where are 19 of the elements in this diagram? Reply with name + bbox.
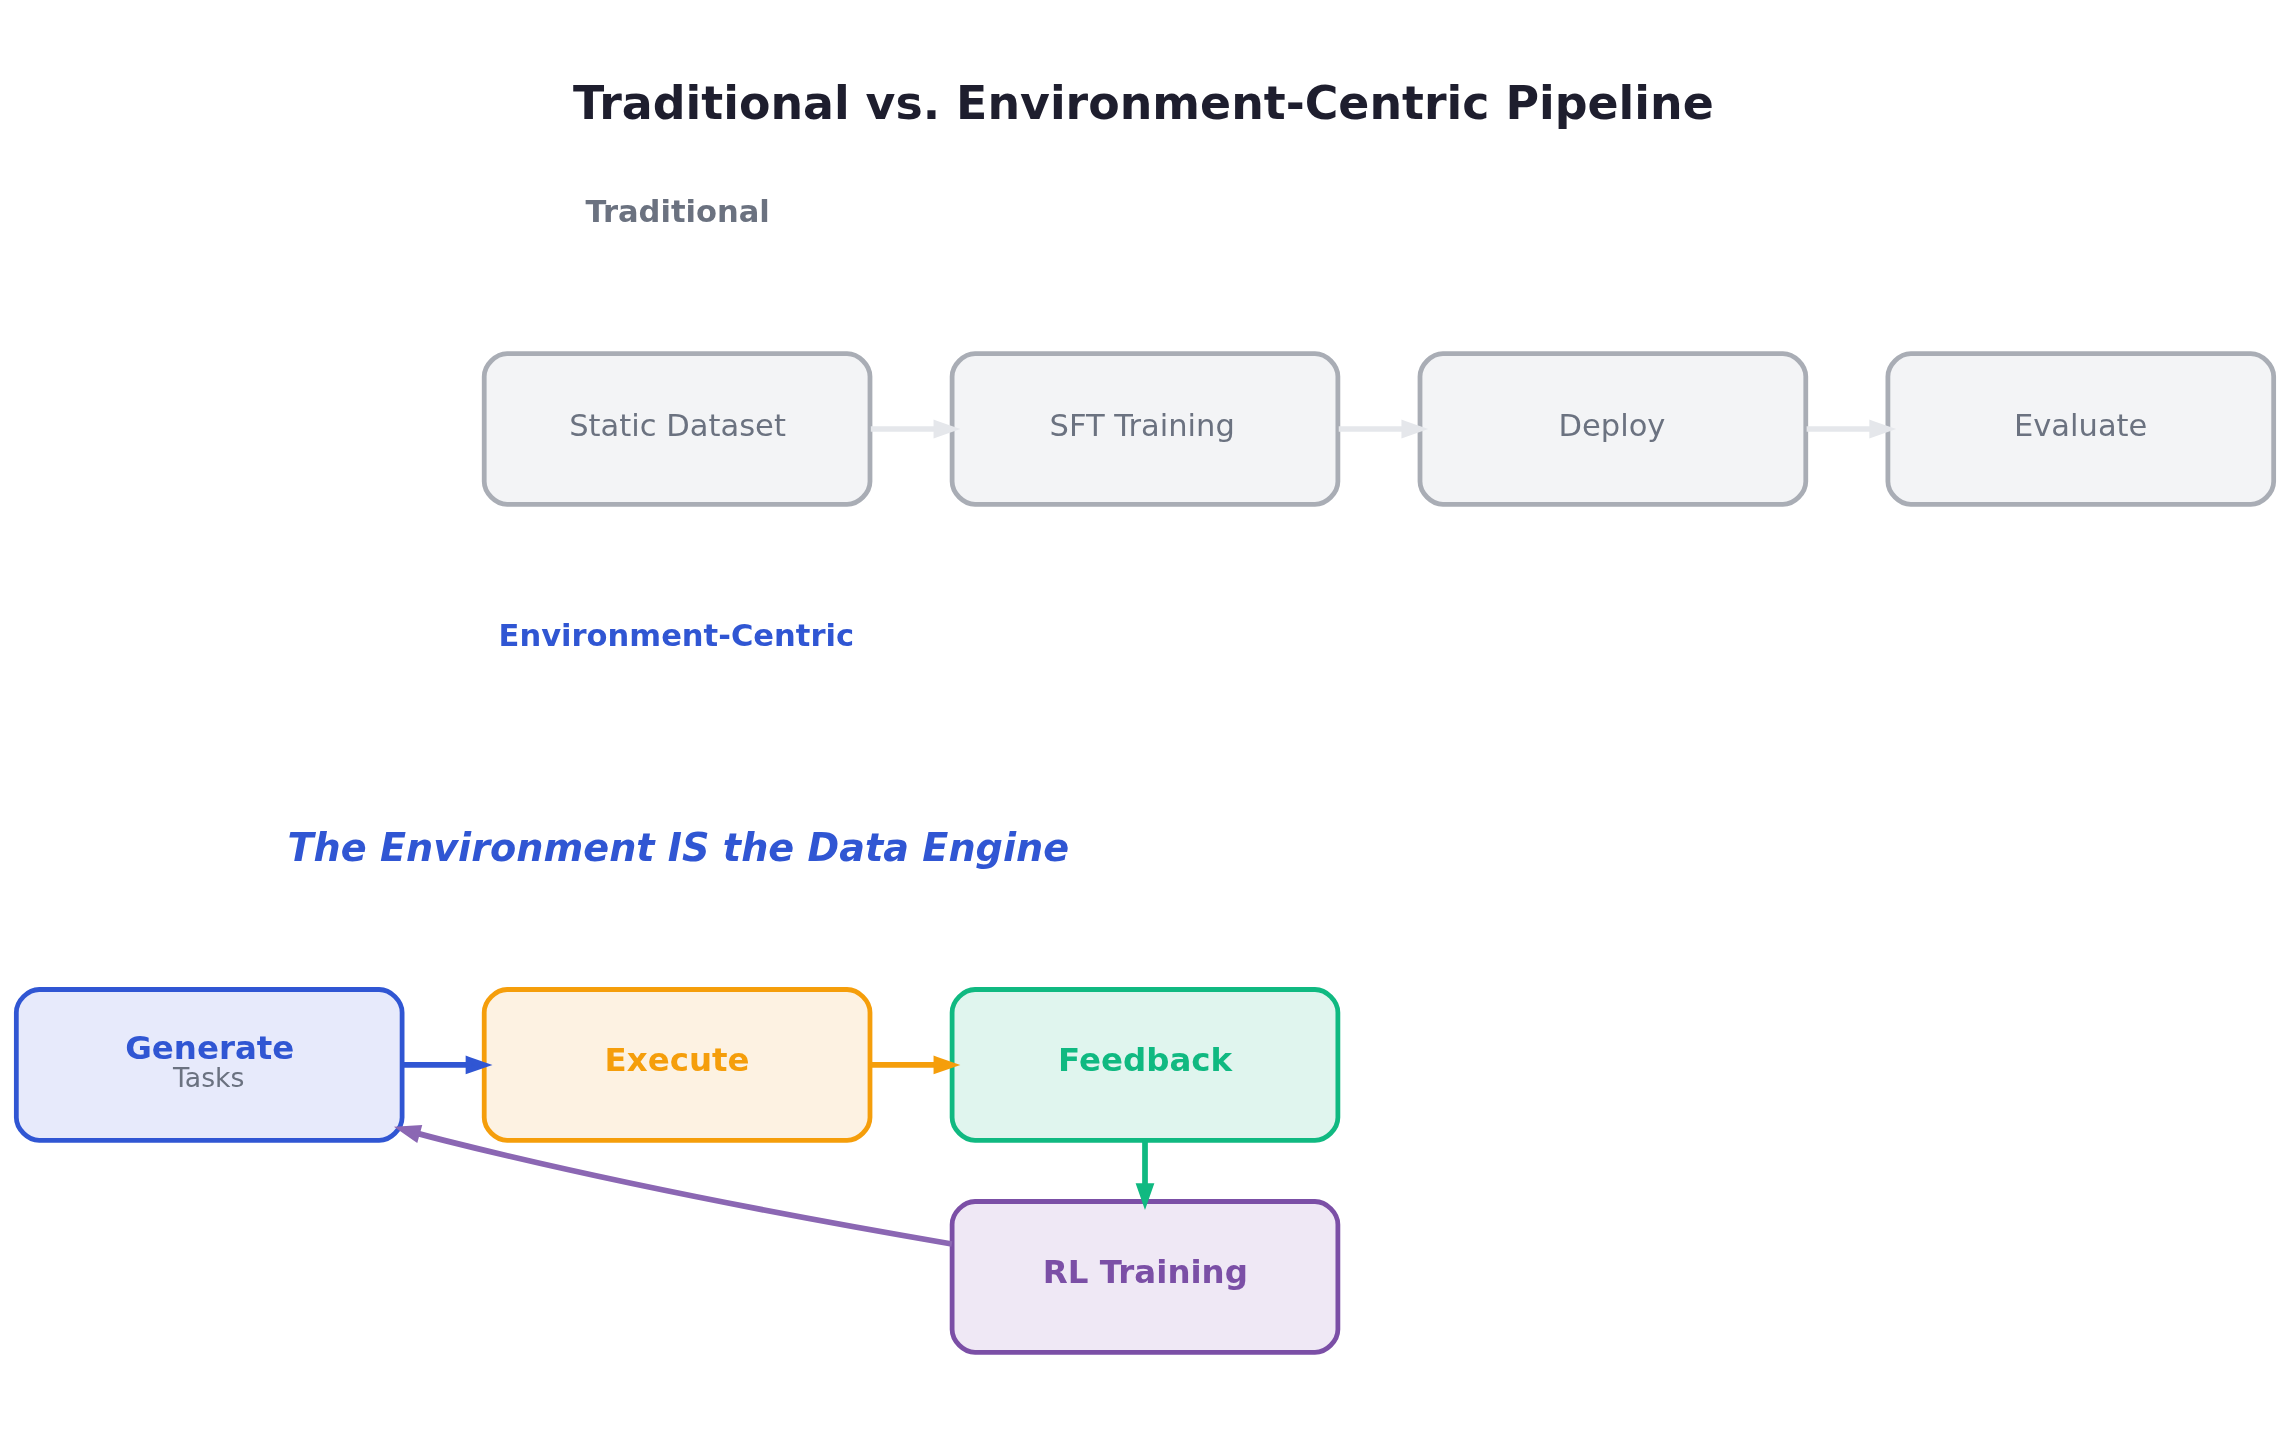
node-box: Static Dataset [481, 351, 873, 507]
node-box: RL Training [949, 1199, 1341, 1355]
diagram-title: Traditional vs. Environment-Centric Pipeline [573, 76, 1714, 131]
arrow [402, 1055, 493, 1075]
arrow [393, 1125, 953, 1247]
arrow [1135, 1140, 1155, 1210]
arrow [870, 419, 961, 439]
node-box: Execute [481, 987, 873, 1143]
node-box: Evaluate [1885, 351, 2277, 507]
arrow [1806, 419, 1897, 439]
label: The Environment IS the Data Engine [287, 825, 1070, 870]
arrow [1338, 419, 1429, 439]
node-box: Deploy [1417, 351, 1809, 507]
label: Environment-Centric [498, 618, 855, 654]
node-box: Generate Tasks [13, 987, 405, 1143]
label: Traditional [585, 194, 770, 230]
arrow [870, 1055, 961, 1075]
node-box: SFT Training [949, 351, 1341, 507]
node-box: Feedback [949, 987, 1341, 1143]
